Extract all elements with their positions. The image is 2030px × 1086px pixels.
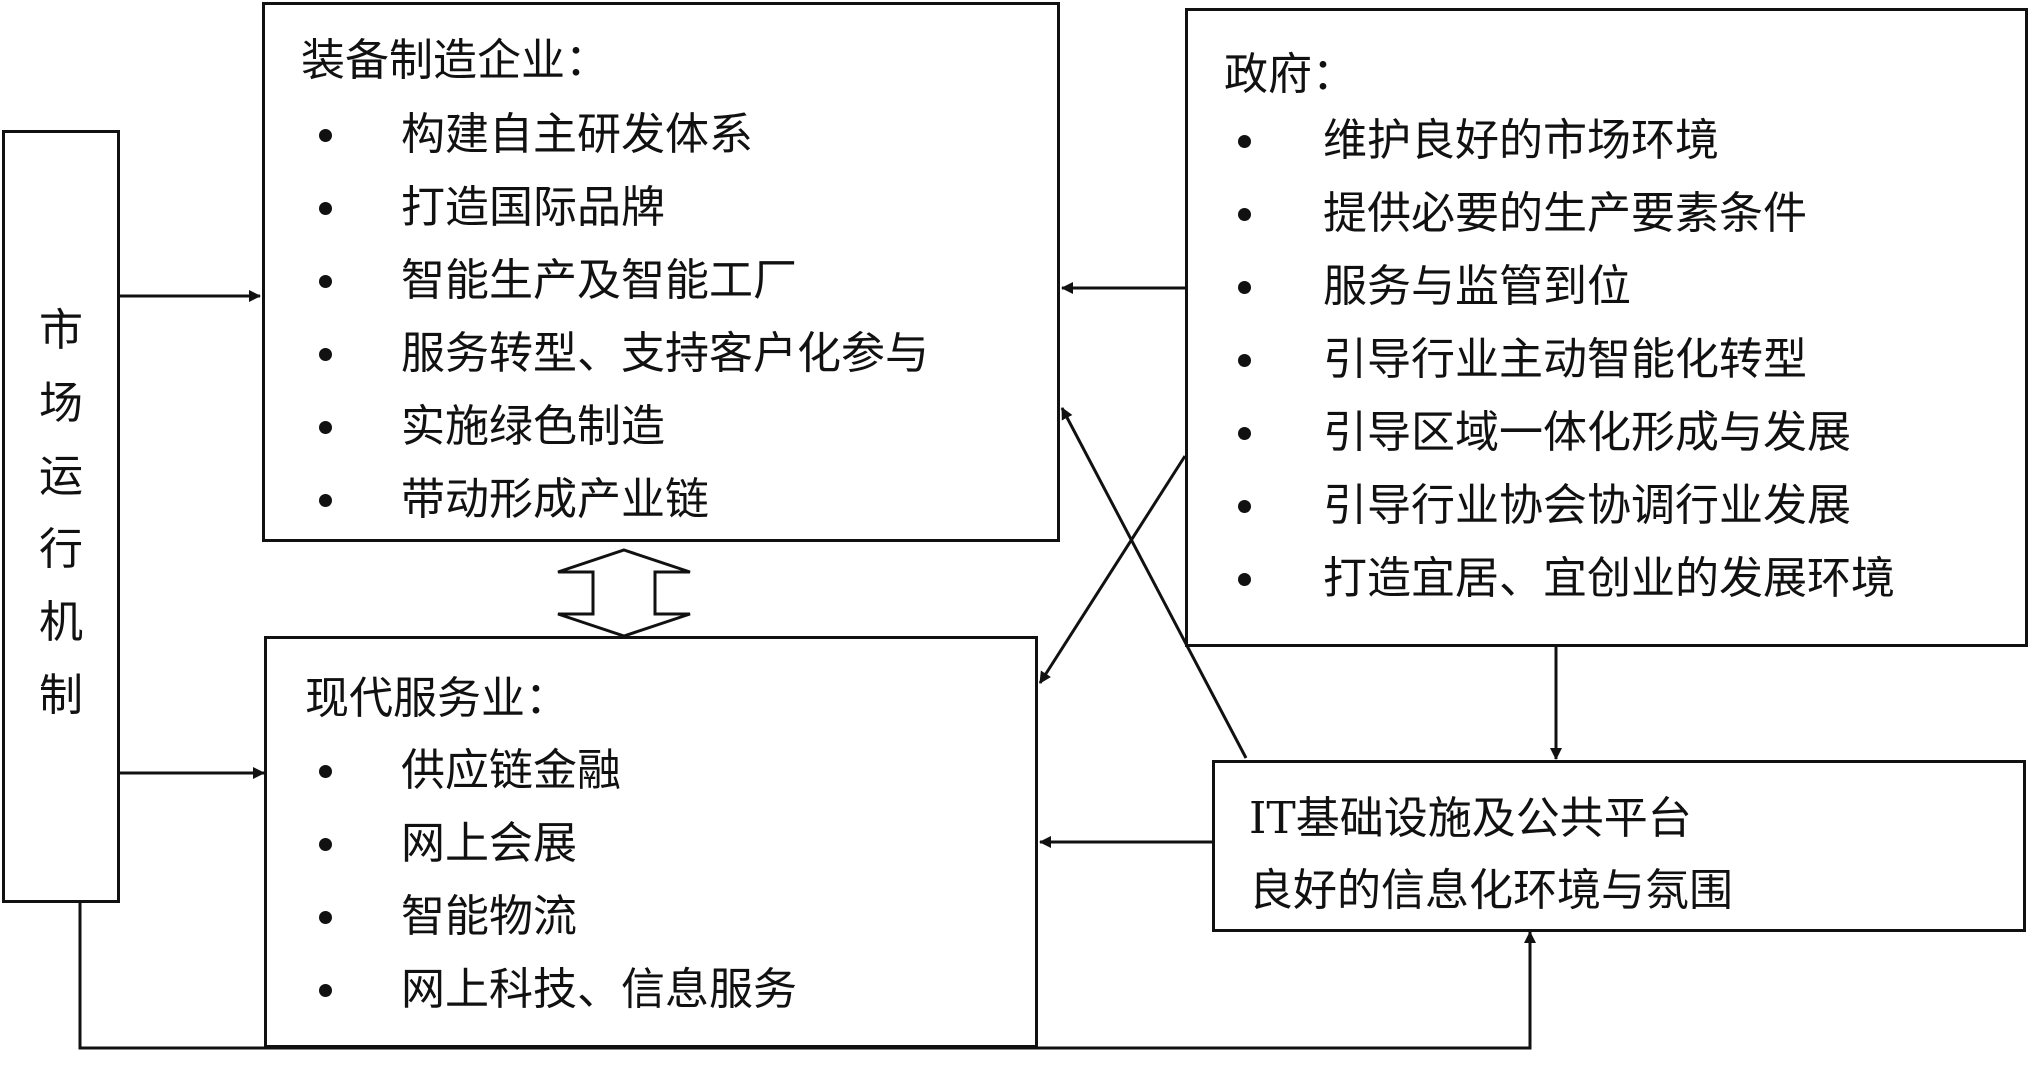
government-list: 维护良好的市场环境 提供必要的生产要素条件 服务与监管到位 引导行业主动智能化转… <box>1238 119 1895 630</box>
list-item-text: 智能生产及智能工厂 <box>401 255 797 306</box>
list-item: 实施绿色制造 <box>319 405 929 478</box>
market-char: 运 <box>39 451 83 502</box>
market-char: 机 <box>39 597 83 648</box>
bullet-dot <box>319 911 332 924</box>
bullet-dot <box>1238 500 1251 513</box>
list-item: 智能生产及智能工厂 <box>319 259 929 332</box>
government-title: 政府： <box>1224 49 1356 100</box>
list-item-text: 维护良好的市场环境 <box>1323 115 1719 166</box>
bullet-dot <box>319 984 332 997</box>
bullet-dot <box>1238 208 1251 221</box>
bullet-dot <box>319 202 332 215</box>
list-item-text: 服务转型、支持客户化参与 <box>401 328 929 379</box>
manufacturing-box: 装备制造企业： 构建自主研发体系 打造国际品牌 智能生产及智能工厂 服务转型、支… <box>262 2 1060 542</box>
list-item: 引导行业主动智能化转型 <box>1238 338 1895 411</box>
bullet-dot <box>319 275 332 288</box>
bullet-dot <box>319 421 332 434</box>
market-char: 市 <box>39 305 83 356</box>
market-mechanism-label: 市 场 运 行 机 制 <box>5 309 117 747</box>
government-box: 政府： 维护良好的市场环境 提供必要的生产要素条件 服务与监管到位 引导行业主动… <box>1185 8 2028 647</box>
list-item: 智能物流 <box>319 895 797 968</box>
market-mechanism-box: 市 场 运 行 机 制 <box>2 130 120 903</box>
list-item-text: 网上科技、信息服务 <box>401 964 797 1015</box>
list-item-text: 网上会展 <box>401 818 577 869</box>
bullet-dot <box>1238 427 1251 440</box>
bullet-dot <box>1238 573 1251 586</box>
list-item-text: 提供必要的生产要素条件 <box>1323 188 1807 239</box>
list-item-text: 打造国际品牌 <box>401 182 665 233</box>
service-list: 供应链金融 网上会展 智能物流 网上科技、信息服务 <box>319 749 797 1041</box>
list-item: 服务与监管到位 <box>1238 265 1895 338</box>
list-item: 打造国际品牌 <box>319 186 929 259</box>
list-item: 引导行业协会协调行业发展 <box>1238 484 1895 557</box>
list-item-text: 实施绿色制造 <box>401 401 665 452</box>
list-item: 带动形成产业链 <box>319 478 929 551</box>
list-item: 构建自主研发体系 <box>319 113 929 186</box>
it-infrastructure-box: IT基础设施及公共平台 良好的信息化环境与氛围 <box>1212 760 2026 932</box>
list-item: 网上科技、信息服务 <box>319 968 797 1041</box>
list-item: 维护良好的市场环境 <box>1238 119 1895 192</box>
double-arrow-manufacturing-service <box>557 548 691 638</box>
bullet-dot <box>1238 354 1251 367</box>
bullet-dot <box>319 765 332 778</box>
list-item-text: 服务与监管到位 <box>1323 261 1631 312</box>
list-item-text: 供应链金融 <box>401 745 621 796</box>
bullet-dot <box>319 494 332 507</box>
list-item: 服务转型、支持客户化参与 <box>319 332 929 405</box>
list-item-text: 引导区域一体化形成与发展 <box>1323 407 1851 458</box>
service-box: 现代服务业： 供应链金融 网上会展 智能物流 网上科技、信息服务 <box>264 636 1038 1048</box>
list-item: 打造宜居、宜创业的发展环境 <box>1238 557 1895 630</box>
market-char: 场 <box>39 378 83 429</box>
list-item: 供应链金融 <box>319 749 797 822</box>
list-item-text: 构建自主研发体系 <box>401 109 753 160</box>
arrow-government-to-service <box>1038 455 1187 684</box>
manufacturing-title: 装备制造企业： <box>301 35 609 86</box>
arrow-it-to-manufacturing <box>1060 407 1248 759</box>
list-item-text: 打造宜居、宜创业的发展环境 <box>1323 553 1895 604</box>
bullet-dot <box>1238 135 1251 148</box>
bullet-dot <box>319 348 332 361</box>
list-item-text: 智能物流 <box>401 891 577 942</box>
bullet-dot <box>1238 281 1251 294</box>
arrow-market-to-it <box>78 902 1536 1050</box>
list-item: 提供必要的生产要素条件 <box>1238 192 1895 265</box>
list-item: 引导区域一体化形成与发展 <box>1238 411 1895 484</box>
list-item: 网上会展 <box>319 822 797 895</box>
market-char: 行 <box>39 524 83 575</box>
list-item-text: 引导行业协会协调行业发展 <box>1323 480 1851 531</box>
list-item-text: 引导行业主动智能化转型 <box>1323 334 1807 385</box>
bullet-dot <box>319 129 332 142</box>
list-item-text: 带动形成产业链 <box>401 474 709 525</box>
bullet-dot <box>319 838 332 851</box>
it-environment-line: 良好的信息化环境与氛围 <box>1249 865 1733 916</box>
service-title: 现代服务业： <box>305 673 569 724</box>
market-char: 制 <box>39 670 83 721</box>
it-infrastructure-line: IT基础设施及公共平台 <box>1249 793 1692 844</box>
manufacturing-list: 构建自主研发体系 打造国际品牌 智能生产及智能工厂 服务转型、支持客户化参与 实… <box>319 113 929 551</box>
